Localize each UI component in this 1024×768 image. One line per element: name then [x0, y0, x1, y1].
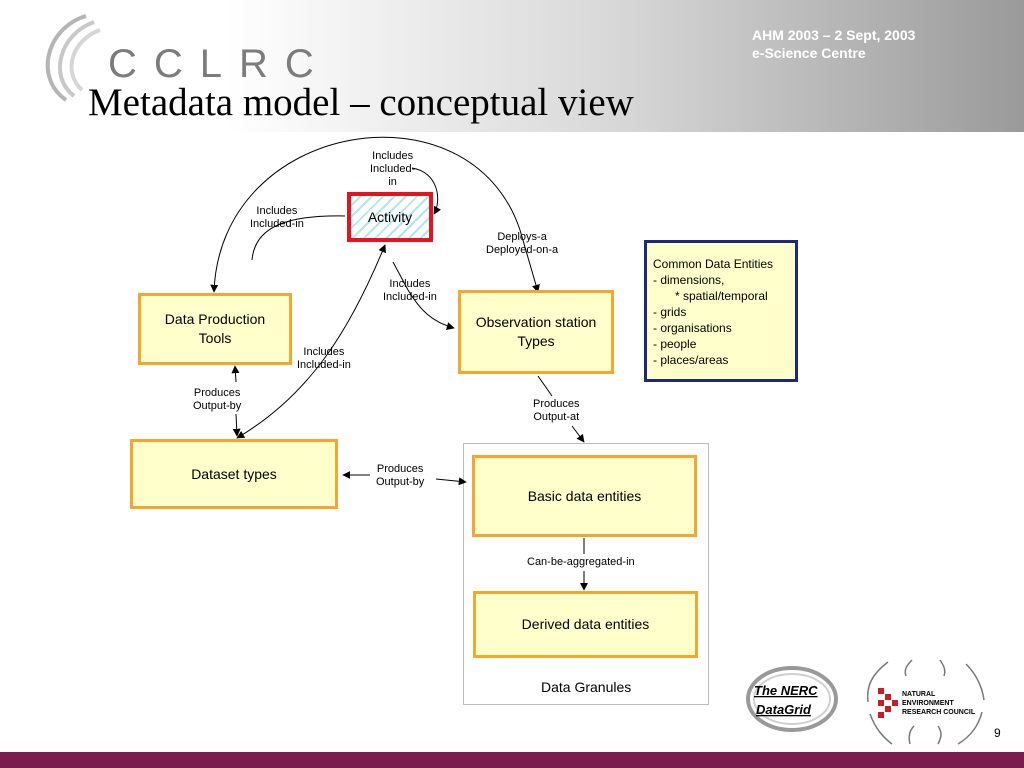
edge-label-aggregated: Can-be-aggregated-in	[527, 556, 635, 568]
edge-label-line: Output-by	[193, 400, 242, 412]
edge-label-activity-dataset: Includes Included-in	[297, 346, 351, 372]
data-granules-frame	[463, 443, 709, 705]
edge-label-deploys: Deploys-a Deployed-on-a	[486, 231, 558, 257]
edge-label-tools-dataset: Produces Output-by	[193, 387, 241, 413]
nerc-line-1: NATURAL	[902, 691, 936, 698]
edge-label-line: Includes	[256, 205, 298, 217]
nerc-line-3: RESEARCH COUNCIL	[902, 709, 976, 716]
edge-label-activity-obs: Includes Included-in	[383, 278, 437, 304]
edge-label-line: Output-at	[533, 411, 580, 423]
common-entities-item: * spatial/temporal	[675, 289, 768, 303]
edge-label-obs-granules: Produces Output-at	[533, 398, 579, 424]
edge-label-line: Produces	[533, 398, 580, 410]
event-line-2: e-Science Centre	[752, 45, 866, 61]
common-data-entities-box: Common Data Entities - dimensions, * spa…	[644, 240, 798, 382]
edge-label-line: Output-by	[376, 476, 425, 488]
node-activity: Activity	[347, 192, 433, 242]
node-data-production-tools: Data Production Tools	[138, 293, 292, 365]
edge-obs-granules-2	[571, 425, 585, 443]
bottom-bar	[0, 752, 1024, 768]
event-title: AHM 2003 – 2 Sept, 2003 e-Science Centre	[752, 26, 915, 62]
edge-label-line: Included-in	[250, 218, 304, 230]
edge-label-line: Includes	[303, 346, 345, 358]
node-derived-data-entities: Derived data entities	[473, 591, 698, 658]
edge-label-line: Includes	[389, 278, 431, 290]
edge-tools-dataset-2	[232, 413, 241, 437]
edge-activity-dataset	[236, 244, 386, 439]
cclrc-logo	[45, 14, 101, 102]
edge-label-dataset-basic: Produces Output-by	[376, 463, 424, 489]
edge-label-line: Included-in	[383, 291, 437, 303]
common-entities-item: - people	[653, 337, 697, 351]
edge-obs-granules	[537, 375, 553, 397]
page-number: 9	[994, 726, 1001, 740]
edge-label-activity-self: Includes Included- in	[370, 150, 415, 189]
node-dataset-types: Dataset types	[130, 439, 338, 509]
common-entities-item: - organisations	[653, 321, 732, 335]
common-entities-item: - dimensions,	[653, 273, 725, 287]
common-entities-item: - grids	[653, 305, 687, 319]
cclrc-logo-text: CCLRC	[108, 42, 331, 86]
datagrid-line-2: DataGrid	[756, 702, 812, 717]
edge-label-line: Includes	[372, 150, 414, 162]
nerc-datagrid-logo: The NERC DataGrid	[746, 666, 838, 732]
nerc-line-2: ENVIRONMENT	[902, 700, 954, 707]
edge-label-line: Produces	[376, 463, 424, 475]
datagrid-line-1: The NERC	[754, 683, 818, 698]
edge-label-line: Produces	[193, 387, 241, 399]
edge-label-line: Deployed-on-a	[486, 244, 559, 256]
edge-label-activity-tools: Includes Included-in	[250, 205, 304, 231]
nerc-logo: NATURAL ENVIRONMENT RESEARCH COUNCIL	[866, 659, 985, 745]
data-granules-label: Data Granules	[541, 679, 632, 695]
edge-big-arc	[210, 136, 540, 293]
edge-tools-dataset	[231, 365, 240, 383]
header-band	[0, 0, 1024, 132]
common-entities-item: - places/areas	[653, 353, 729, 367]
event-line-1: AHM 2003 – 2 Sept, 2003	[752, 27, 916, 43]
node-observation-station-types: Observation station Types	[458, 290, 614, 374]
edge-dataset-basic-right	[435, 477, 467, 486]
edge-activity-self	[411, 167, 442, 215]
node-basic-data-entities: Basic data entities	[472, 455, 697, 537]
edge-activity-obs	[392, 261, 455, 330]
edge-label-line: Deploys-a	[497, 231, 547, 243]
slide-title: Metadata model – conceptual view	[88, 81, 634, 124]
edge-label-line: in	[388, 176, 397, 188]
edge-label-line: Included-in	[297, 359, 351, 371]
edge-label-line: Included-	[370, 163, 416, 175]
common-entities-title: Common Data Entities	[653, 257, 774, 271]
